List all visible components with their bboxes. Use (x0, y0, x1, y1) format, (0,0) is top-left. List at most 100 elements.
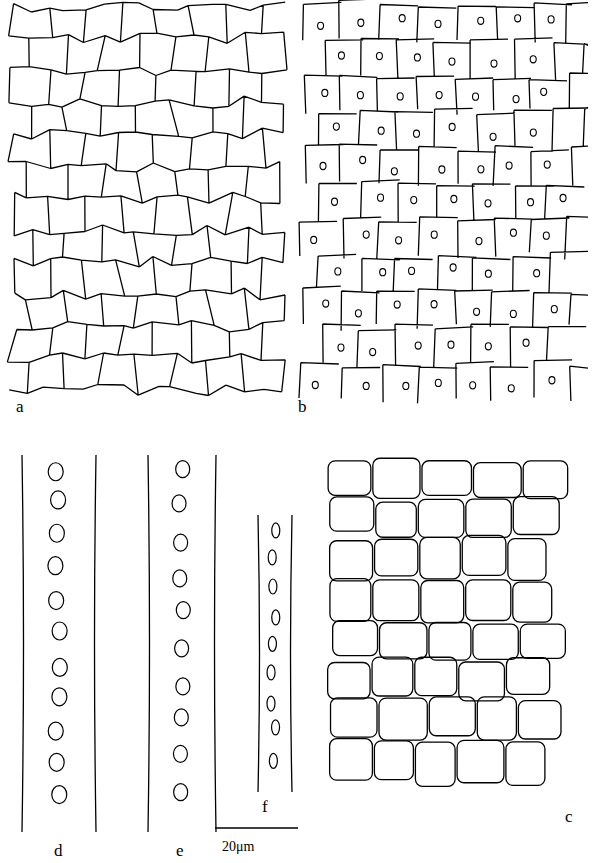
cell-wall (258, 515, 260, 792)
inclusion (175, 640, 189, 657)
inclusion (269, 753, 277, 768)
inclusion (52, 622, 67, 640)
cell-dot (476, 237, 482, 244)
cell-dot (338, 52, 344, 59)
cell-dot (485, 343, 491, 350)
panel-a-cells (7, 2, 287, 395)
cell-dot (439, 166, 445, 173)
cell-dot (436, 92, 442, 99)
cell-dot (513, 96, 519, 103)
cell-dot (485, 270, 491, 277)
cell (331, 698, 377, 737)
inclusion (52, 658, 67, 676)
cell-wall (299, 0, 588, 403)
cell (506, 742, 545, 786)
inclusion (272, 610, 280, 625)
cell-dot (449, 58, 455, 65)
cell (513, 582, 552, 622)
panel-letter: b (298, 398, 307, 415)
cell (415, 657, 457, 695)
cell (330, 739, 373, 781)
cell-dot (473, 93, 479, 100)
cell-dot (360, 156, 366, 163)
cell-dot (523, 339, 529, 346)
cell-dot (491, 60, 497, 67)
cell-dot (478, 166, 484, 173)
cell-dot (311, 236, 317, 243)
cell (375, 539, 418, 576)
cell-dot (380, 269, 386, 276)
cell-dot (363, 382, 369, 389)
cell-dot (515, 15, 521, 22)
cell (462, 535, 506, 575)
cell-dot (399, 15, 405, 22)
cell (421, 581, 464, 623)
cell-dot (510, 310, 516, 317)
cell-dot (394, 301, 400, 308)
cell-dot (528, 199, 534, 206)
cell-dot (530, 56, 536, 63)
cell (459, 662, 505, 701)
inclusion (176, 678, 190, 695)
panel-letter: d (54, 842, 63, 859)
cell-dot (320, 162, 326, 169)
cell-dot (549, 377, 555, 384)
cell-dot (403, 382, 409, 389)
cell-dot (449, 123, 455, 130)
cell-dot (541, 88, 547, 95)
inclusion (49, 753, 64, 771)
cell-dot (332, 198, 338, 205)
inclusion (49, 592, 64, 610)
cell-dot (543, 232, 549, 239)
cell-dot (370, 348, 376, 355)
cell (473, 624, 518, 659)
inclusion (173, 745, 187, 762)
cell (520, 624, 565, 658)
inclusion (268, 550, 276, 565)
cell-dot (322, 89, 328, 96)
cell-dot (355, 310, 361, 317)
cell-dot (415, 342, 421, 349)
cell (376, 502, 417, 537)
cell (508, 539, 546, 581)
cell (373, 580, 419, 621)
scale-bar (215, 827, 298, 829)
panel-letter: c (565, 808, 573, 825)
cell (429, 697, 475, 736)
cell-dot (312, 381, 318, 388)
panel-letter: a (16, 398, 24, 415)
panel-e-cell (148, 455, 216, 832)
cell-dot (396, 237, 402, 244)
cell (379, 698, 427, 740)
cell (333, 621, 378, 656)
cell-dot (506, 162, 512, 169)
cell (328, 461, 371, 496)
inclusion (52, 786, 67, 804)
cell-dot (335, 268, 341, 275)
cell-wall (22, 455, 24, 832)
inclusion (269, 579, 277, 594)
cell (330, 541, 373, 581)
cell (330, 579, 371, 622)
inclusion (174, 534, 188, 551)
inclusion (176, 461, 190, 478)
panel-d-cell (22, 455, 96, 832)
cell-dot (551, 306, 557, 313)
cell-dot (431, 301, 437, 308)
cell-dot (409, 267, 415, 274)
cell-dot (478, 17, 484, 24)
cell-dot (510, 229, 516, 236)
inclusion (48, 463, 63, 481)
cell (523, 461, 567, 499)
cell (466, 499, 511, 537)
cell (518, 701, 561, 739)
inclusion (174, 784, 188, 801)
cell (466, 580, 511, 621)
cell-dot (414, 54, 420, 61)
panel-letter: f (262, 798, 268, 815)
cell (422, 461, 471, 496)
inclusion (52, 688, 67, 706)
cell (380, 623, 427, 659)
cell-dot (485, 200, 491, 207)
